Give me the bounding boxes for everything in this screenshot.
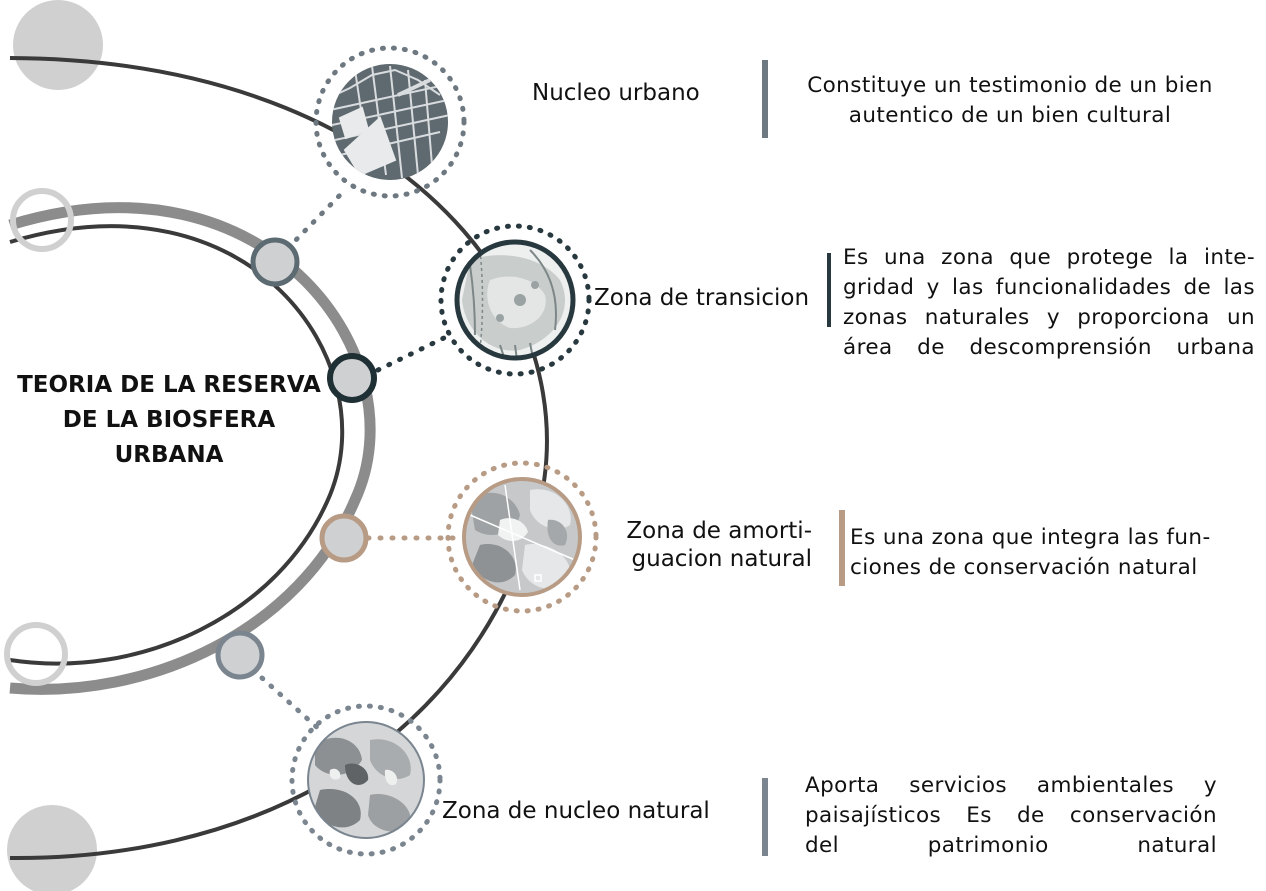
zone-2-label: Zona de transicion <box>594 285 810 311</box>
zone-3-divider <box>839 510 845 586</box>
zone-4-label: Zona de nucleo natural <box>442 798 710 824</box>
title-line-3: URBANA <box>114 442 224 468</box>
inner-dark-arc <box>9 224 345 666</box>
hollow-circle-bottom <box>4 622 68 686</box>
zone-2-description: Es una zona que protege la inte- gridad … <box>843 243 1255 363</box>
connector-1 <box>285 187 348 251</box>
zone-1-description-line-1: Constituye un testimonio de un bien <box>807 73 1213 98</box>
title-line-2: DE LA BIOSFERA <box>62 407 276 433</box>
corner-circle-top <box>13 0 103 90</box>
city-grid-map-icon <box>313 45 467 199</box>
connector-2 <box>375 332 453 373</box>
connector-4 <box>259 675 323 733</box>
zone-1-label: Nucleo urbano <box>532 80 700 106</box>
zone-3-label-line-1: Zona de amorti- <box>626 518 812 544</box>
zone-2-description-line-3: zonas naturales y proporciona un <box>843 305 1255 330</box>
zone-4-description-line-2: paisajísticos Es de conservación <box>805 803 1217 828</box>
zone-2-divider <box>827 253 831 327</box>
inner-gray-arc <box>8 202 376 695</box>
title-line-1: TEORIA DE LA RESERVA <box>17 372 321 398</box>
zone-2-description-line-1: Es una zona que protege la inte- <box>843 245 1255 270</box>
zone-4-description: Aporta servicios ambientales y paisajíst… <box>805 771 1217 861</box>
zone-4-divider <box>762 778 768 856</box>
diagram-title: TEORIA DE LA RESERVA DE LA BIOSFERA URBA… <box>4 368 334 473</box>
arc-node-1 <box>250 237 300 287</box>
arc-node-4 <box>215 630 265 680</box>
zone-3-label: Zona de amorti- guacion natural <box>610 517 812 573</box>
zone-1-description-line-2: autentico de un bien cultural <box>848 103 1172 128</box>
zone-1-divider <box>762 60 768 138</box>
arc-node-3 <box>319 513 369 563</box>
natural-core-map-icon <box>289 703 443 857</box>
zone-1-description: Constituye un testimonio de un bien aute… <box>798 71 1222 131</box>
zone-2-description-line-4: área de descomprensión urbana <box>843 335 1255 360</box>
urban-plan-map-icon <box>438 223 592 377</box>
corner-circle-bottom <box>7 805 97 891</box>
zone-3-description-line-1: Es una zona que integra las fun- <box>850 525 1211 550</box>
zone-3-description: Es una zona que integra las fun- ciones … <box>850 523 1242 583</box>
vegetation-patch-map-icon <box>445 460 599 614</box>
zone-3-description-line-2: ciones de conservación natural <box>850 555 1198 580</box>
zone-2-description-line-2: gridad y las funcionalidades de las <box>843 275 1255 300</box>
zone-3-label-line-2: guacion natural <box>631 546 812 572</box>
zone-4-description-line-3: del patrimonio natural <box>805 833 1217 858</box>
arc-node-2 <box>327 353 377 403</box>
hollow-circle-top <box>10 188 74 252</box>
zone-4-description-line-1: Aporta servicios ambientales y <box>805 773 1217 798</box>
